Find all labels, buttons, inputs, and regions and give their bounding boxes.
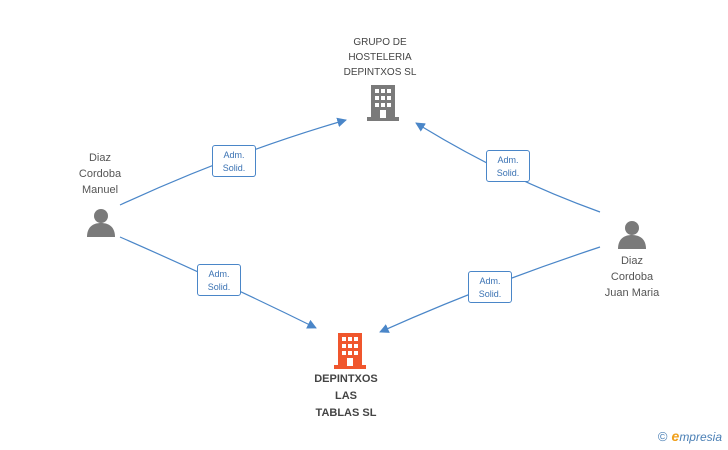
person-name-manuel[interactable]: Diaz Cordoba Manuel — [78, 152, 122, 196]
company-name-grupo[interactable]: GRUPO DE HOSTELERIA DEPINTXOS SL — [343, 37, 417, 78]
person-icon[interactable] — [617, 219, 647, 249]
brand-logo: ©empresia — [658, 428, 722, 446]
copyright-symbol: © — [657, 429, 668, 444]
building-icon[interactable] — [367, 85, 399, 121]
person-icon[interactable] — [86, 207, 116, 237]
role-label-manuel-grupo[interactable]: Adm. Solid. — [212, 145, 256, 177]
company-name-depintxos[interactable]: DEPINTXOS LAS TABLAS SL — [314, 373, 378, 419]
building-icon[interactable] — [334, 333, 366, 369]
role-label-manuel-depintxos[interactable]: Adm. Solid. — [197, 264, 241, 296]
brand-initial: e — [671, 428, 680, 444]
brand-name: mpresia — [679, 430, 722, 444]
role-label-juan-depintxos[interactable]: Adm. Solid. — [468, 271, 512, 303]
role-label-juan-grupo[interactable]: Adm. Solid. — [486, 150, 530, 182]
person-name-juan[interactable]: Diaz Cordoba Juan Maria — [604, 255, 660, 299]
